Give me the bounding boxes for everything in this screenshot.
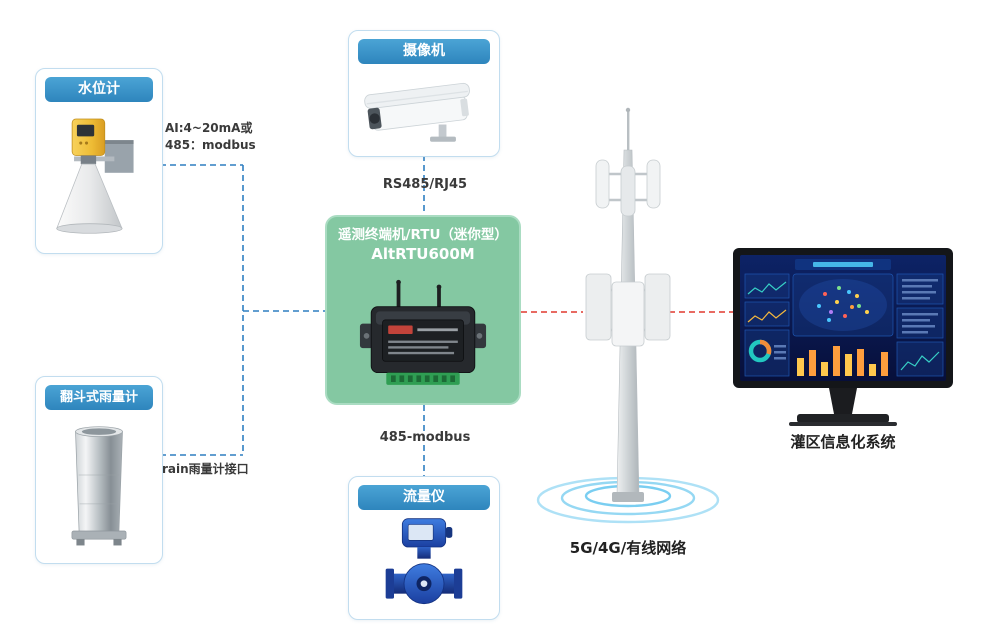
platform-monitor [733,248,953,430]
telecom-tower [528,107,728,528]
rain-gauge-link-label: rain雨量计接口 [162,462,249,476]
rain-gauge-icon [71,425,127,545]
camera-image-area [349,68,499,156]
rtu-device-icon [359,279,487,385]
flow-meter-icon [385,517,463,604]
rtu-title-line1: 遥测终端机/RTU（迷你型） [338,227,508,243]
water-level-card: 水位计 [35,68,163,254]
rtu-image-area [327,264,519,403]
camera-title: 摄像机 [358,39,490,64]
rtu-title: 遥测终端机/RTU（迷你型） AltRTU600M [338,226,508,264]
water-level-sensor-icon [56,118,134,234]
telecom-tower-icon [536,107,720,524]
rtu-card: 遥测终端机/RTU（迷你型） AltRTU600M [325,215,521,405]
flow-meter-link-label: 485-modbus [379,430,471,445]
water-level-link-label-line2: 485：modbus [165,138,256,152]
flow-meter-card: 流量仪 [348,476,500,620]
map-scatter-dots-icon [817,286,869,322]
water-level-title: 水位计 [45,77,153,102]
camera-link-label: RS485/RJ45 [382,177,468,192]
flow-meter-image-area [349,514,499,619]
rain-gauge-title: 翻斗式雨量计 [45,385,153,410]
rain-gauge-image-area [36,414,162,563]
flow-meter-title: 流量仪 [358,485,490,510]
rtu-title-line2: AltRTU600M [371,245,475,263]
bar-chart-icon [797,346,888,376]
platform-label: 灌区信息化系统 [790,433,896,451]
rain-gauge-card: 翻斗式雨量计 [35,376,163,564]
water-level-link-label: AI:4~20mA或 485：modbus [165,120,256,154]
water-level-link-label-line1: AI:4~20mA或 [165,121,253,135]
camera-card: 摄像机 [348,30,500,157]
camera-icon [364,82,470,142]
dashboard-monitor-icon [733,248,953,426]
water-level-image-area [36,106,162,253]
network-label: 5G/4G/有线网络 [569,539,687,557]
